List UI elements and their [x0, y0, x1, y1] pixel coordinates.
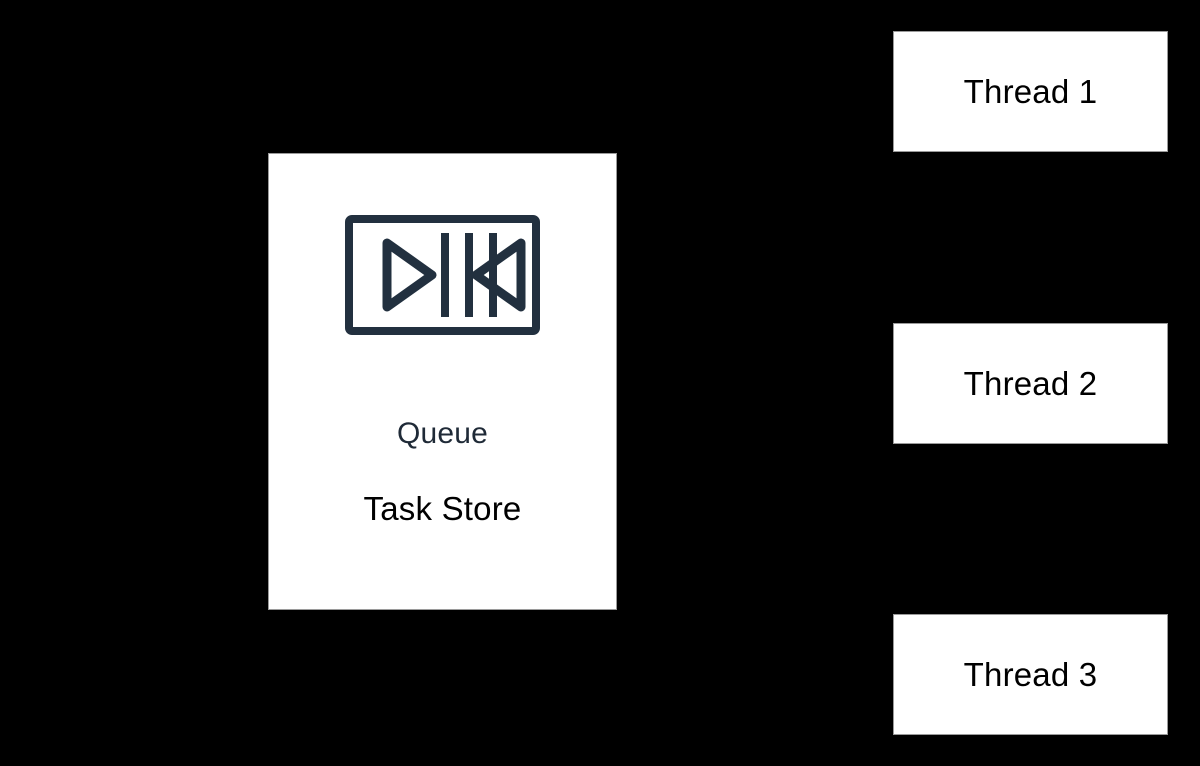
thread-label-1: Thread 1	[963, 73, 1098, 110]
queue-label: Queue	[396, 417, 489, 450]
thread-node-2[interactable]: Thread 2	[893, 323, 1168, 444]
thread-node-1[interactable]: Thread 1	[893, 31, 1168, 152]
queue-icon	[345, 215, 540, 335]
thread-label-3: Thread 3	[963, 656, 1098, 693]
queue-task-store-node[interactable]: Queue Task Store	[268, 153, 617, 610]
task-store-label: Task Store	[363, 490, 522, 527]
thread-node-3[interactable]: Thread 3	[893, 614, 1168, 735]
thread-label-2: Thread 2	[963, 365, 1098, 402]
